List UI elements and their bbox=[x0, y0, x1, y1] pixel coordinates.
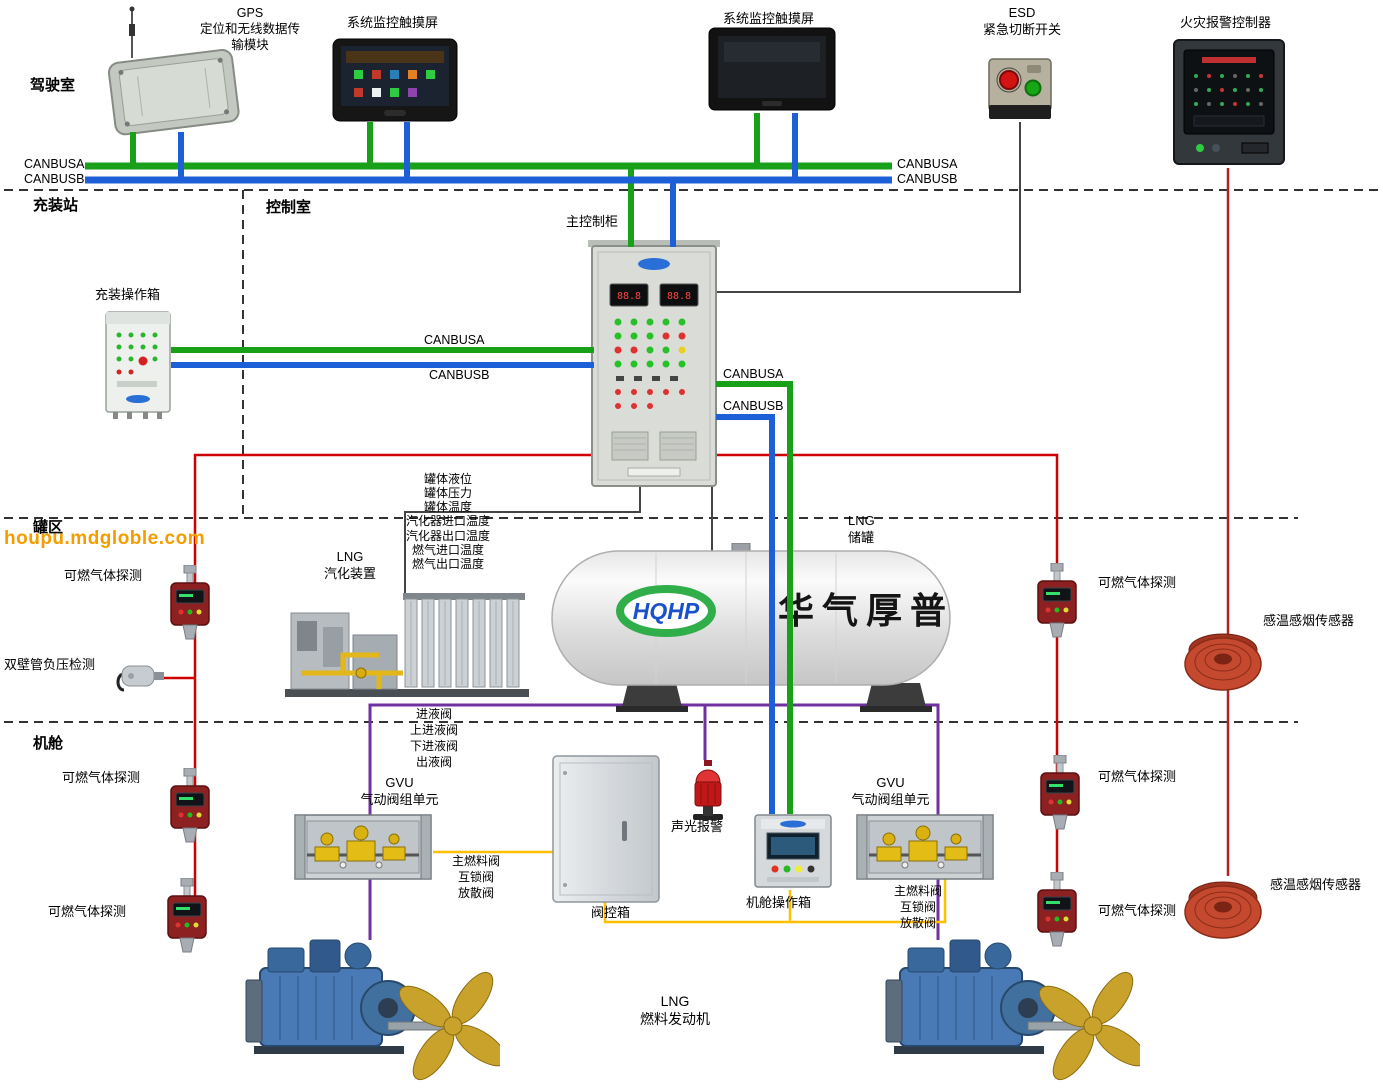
gps-module bbox=[100, 4, 250, 136]
alarm-label: 声光报警 bbox=[671, 819, 724, 834]
touchscreen-1-label: 系统监控触摸屏 bbox=[347, 15, 439, 30]
vaporizer-skid bbox=[283, 577, 533, 703]
canbusb-cabinet-label: CANBUSB bbox=[723, 399, 784, 413]
canbusa-mid-label: CANBUSA bbox=[424, 333, 485, 347]
engine-label: LNG 燃料发动机 bbox=[640, 993, 710, 1027]
gas-detector-left-2 bbox=[163, 768, 217, 846]
filling-operation-box bbox=[103, 309, 173, 421]
gvu-left bbox=[293, 813, 433, 883]
canbusb-left-label: CANBUSB bbox=[24, 172, 85, 186]
gas-detector-left-3 bbox=[160, 878, 214, 956]
fire-alarm-panel bbox=[1172, 38, 1286, 168]
zone-filling-label: 充装站 bbox=[33, 197, 79, 214]
gas-detector-left-1-label: 可燃气体探测 bbox=[64, 568, 143, 583]
gas-detector-left-2-label: 可燃气体探测 bbox=[62, 770, 141, 785]
main-control-cabinet: 88.8 88.8 bbox=[588, 236, 720, 490]
gas-detector-right-1-label: 可燃气体探测 bbox=[1098, 575, 1177, 590]
double-wall-label: 双壁管负压检测 bbox=[4, 657, 96, 672]
zone-cockpit-label: 驾驶室 bbox=[30, 77, 76, 94]
esd-wire bbox=[716, 122, 1021, 293]
smoke-sensor-2-label: 感温感烟传感器 bbox=[1270, 877, 1362, 892]
filling-box-label: 充装操作箱 bbox=[95, 287, 161, 302]
esd-switch bbox=[983, 55, 1059, 123]
watermark: houpu.mdgloble.com bbox=[4, 528, 206, 549]
gps-label: GPS 定位和无线数据传 输模块 bbox=[199, 6, 300, 52]
zone-engine-label: 机舱 bbox=[33, 735, 64, 752]
alarm-beacon bbox=[683, 752, 733, 822]
tank-logo bbox=[616, 585, 716, 637]
fuel-valve-list-right: 主燃料阀 互锁阀 放散阀 bbox=[893, 884, 942, 931]
svg-text:88.8: 88.8 bbox=[617, 291, 641, 302]
lng-tank-label: LNG 储罐 bbox=[848, 513, 875, 545]
main-cabinet-label: 主控制柜 bbox=[566, 214, 619, 229]
touchscreen-1 bbox=[332, 38, 458, 124]
tank-signal-list: 罐体液位 罐体压力 罐体温度 汽化器进口温度 汽化器出口温度 燃气进口温度 燃气… bbox=[405, 472, 490, 571]
canbusa-cabinet-label: CANBUSA bbox=[723, 367, 784, 381]
canbusa-right-label: CANBUSA bbox=[897, 157, 958, 171]
gvu-right-label: GVU 气动阀组单元 bbox=[851, 775, 930, 807]
gas-detector-right-2 bbox=[1033, 755, 1087, 833]
tank-brand-en: HQHP bbox=[633, 598, 700, 624]
zone-tank-label: 罐区 bbox=[33, 519, 64, 536]
engine-op-box bbox=[753, 813, 833, 891]
engine-right bbox=[880, 928, 1140, 1090]
gas-detector-left-1 bbox=[163, 565, 217, 643]
engine-op-box-label: 机舱操作箱 bbox=[746, 895, 812, 910]
gas-detector-right-2-label: 可燃气体探测 bbox=[1098, 769, 1177, 784]
touchscreen-2-label: 系统监控触摸屏 bbox=[723, 11, 815, 26]
fuel-valve-list-left: 主燃料阀 互锁阀 放散阀 bbox=[451, 854, 500, 901]
gvu-right bbox=[855, 813, 995, 883]
tank-brand-cn: 华气厚普 bbox=[778, 590, 954, 631]
smoke-sensor-1 bbox=[1183, 622, 1263, 700]
fire-panel-label: 火灾报警控制器 bbox=[1180, 15, 1272, 30]
lng-tank: HQHP 华气厚普 bbox=[536, 543, 966, 715]
liquid-valve-list: 进液阀 上进液阀 下进液阀 出液阀 bbox=[409, 707, 458, 769]
canbusb-mid-label: CANBUSB bbox=[429, 368, 490, 382]
engine-left bbox=[240, 928, 500, 1090]
gas-detector-left-3-label: 可燃气体探测 bbox=[48, 904, 127, 919]
svg-text:88.8: 88.8 bbox=[667, 291, 691, 302]
vaporizer-label: LNG 汽化装置 bbox=[323, 549, 376, 581]
canbusb-right-label: CANBUSB bbox=[897, 172, 958, 186]
esd-label: ESD 紧急切断开关 bbox=[982, 5, 1061, 37]
valve-control-box-label: 阀控箱 bbox=[591, 905, 631, 920]
double-wall-detector bbox=[114, 652, 170, 700]
gas-detector-right-1 bbox=[1030, 563, 1084, 641]
canbusa-left-label: CANBUSA bbox=[24, 157, 85, 171]
smoke-sensor-2 bbox=[1183, 870, 1263, 948]
smoke-sensor-1-label: 感温感烟传感器 bbox=[1263, 613, 1355, 628]
gvu-left-label: GVU 气动阀组单元 bbox=[360, 775, 439, 807]
valve-control-box bbox=[550, 753, 662, 905]
touchscreen-2 bbox=[708, 27, 836, 113]
gas-detector-right-3-label: 可燃气体探测 bbox=[1098, 903, 1177, 918]
zone-control-label: 控制室 bbox=[266, 199, 312, 216]
